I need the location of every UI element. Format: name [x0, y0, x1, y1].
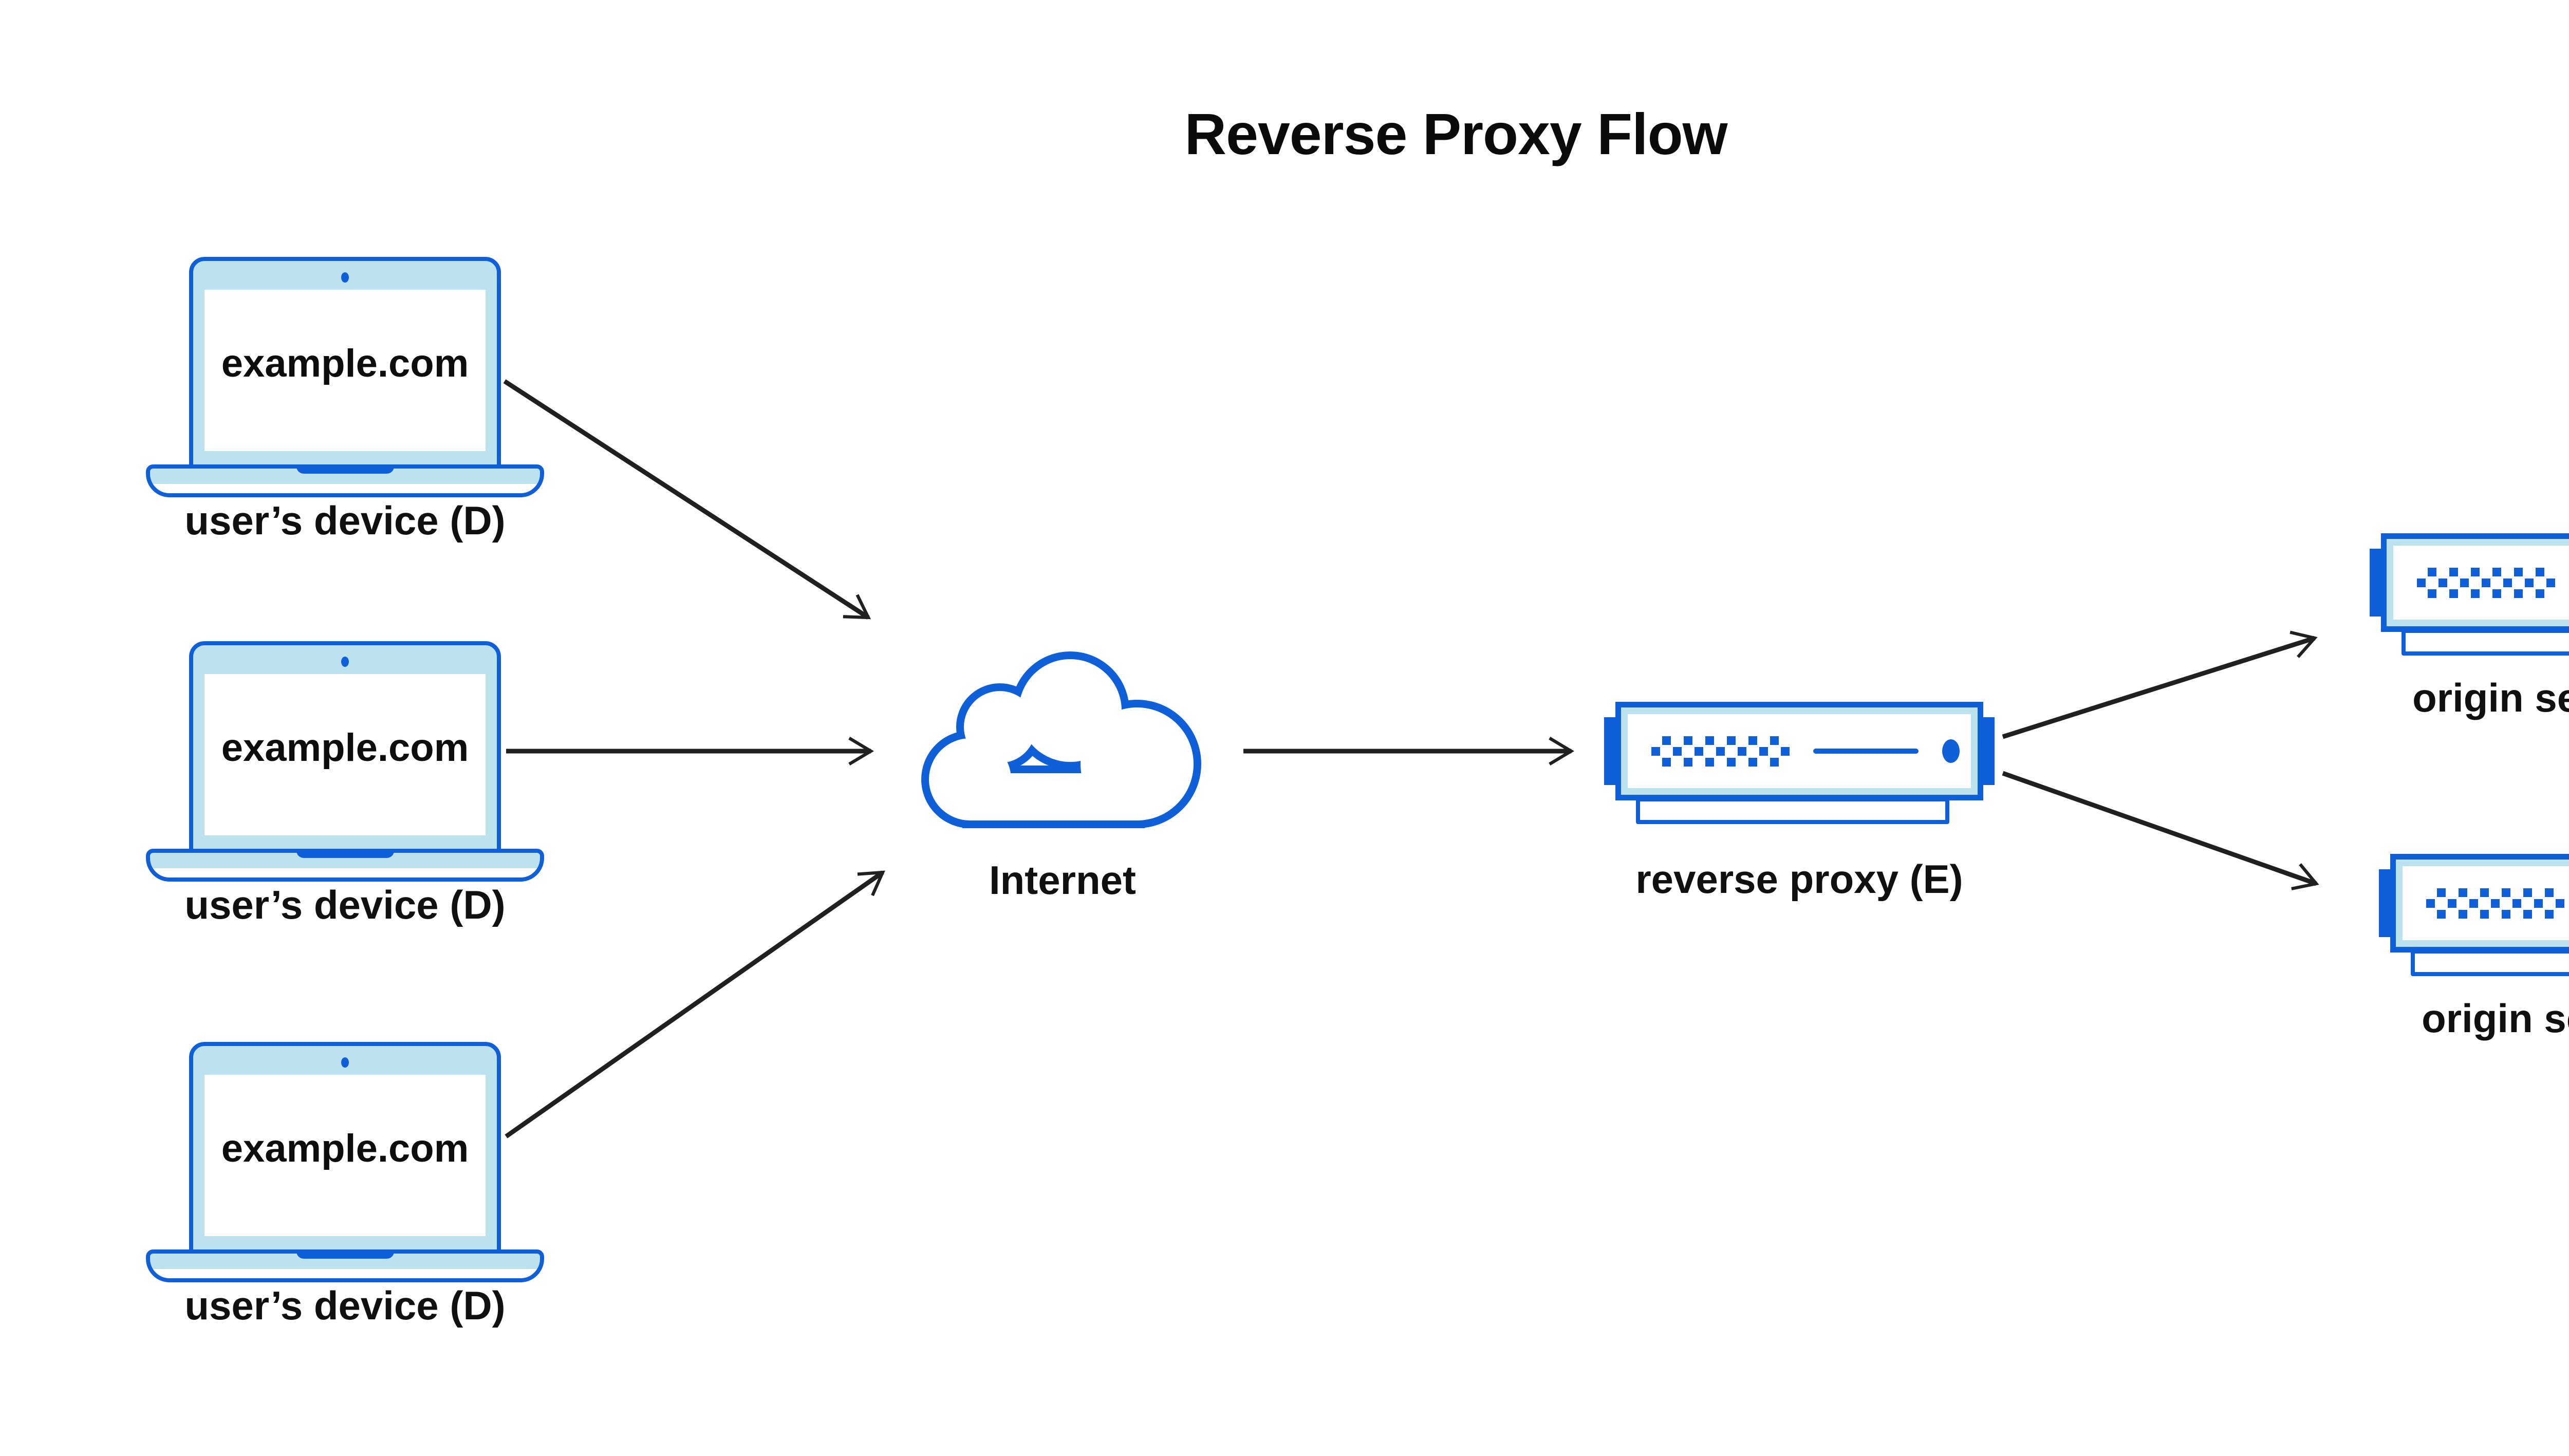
server-pixels-icon: [2417, 567, 2555, 598]
cloud-icon: [921, 651, 1201, 828]
server-pixels-icon: [2426, 888, 2564, 919]
diagram-title: Reverse Proxy Flow: [1184, 102, 1728, 166]
origin-server-label: origin server (F): [2412, 675, 2569, 720]
user-device-2: example.com user’s device (D): [146, 641, 544, 939]
laptop-lid: example.com: [189, 257, 501, 469]
server-shadow-tray: [1636, 797, 1949, 824]
laptop-lid: example.com: [189, 1042, 501, 1254]
arrow-proxy-to-origin2: [2002, 771, 2319, 890]
internet-cloud: Internet: [908, 642, 1217, 930]
server-shadow-tray: [2411, 949, 2569, 976]
user-device-3: example.com user’s device (D): [146, 1042, 544, 1340]
screen-url-text: example.com: [221, 1127, 469, 1170]
server-body: [2390, 854, 2569, 953]
server-shadow-tray: [2402, 629, 2569, 656]
laptop-screen: example.com: [204, 1075, 486, 1236]
laptop-camera-icon: [341, 272, 349, 283]
server-body: [2381, 533, 2569, 632]
laptop-camera-icon: [341, 1057, 349, 1068]
reverse-proxy-server: reverse proxy (E): [1604, 702, 1995, 907]
laptop-hinge-notch: [296, 849, 394, 858]
server-slot-icon: [1813, 749, 1919, 754]
origin-server-1: origin server (F): [2370, 533, 2569, 739]
device-label: user’s device (D): [184, 882, 506, 927]
device-label: user’s device (D): [184, 1283, 506, 1328]
server-led-icon: [1942, 739, 1960, 763]
server-front-panel: [2393, 546, 2569, 620]
laptop-hinge-notch: [296, 464, 394, 474]
laptop-camera-icon: [341, 657, 349, 667]
arrow-device3-to-internet: [505, 870, 885, 1138]
internet-label: Internet: [989, 857, 1137, 903]
server-body: [1615, 702, 1983, 800]
server-front-panel: [1628, 714, 1971, 788]
laptop-screen: example.com: [204, 674, 486, 835]
reverse-proxy-label: reverse proxy (E): [1635, 856, 1963, 902]
laptop-hinge-notch: [296, 1249, 394, 1259]
device-label: user’s device (D): [184, 498, 506, 543]
laptop-screen: example.com: [204, 290, 486, 451]
arrow-device1-to-internet: [503, 379, 871, 620]
user-device-1: example.com user’s device (D): [146, 257, 544, 555]
screen-url-text: example.com: [221, 726, 469, 770]
origin-server-2: origin server (F): [2379, 854, 2569, 1059]
screen-url-text: example.com: [221, 342, 469, 385]
origin-server-label: origin server (F): [2422, 996, 2569, 1041]
laptop-lid: example.com: [189, 641, 501, 853]
arrow-proxy-to-origin1: [2002, 630, 2318, 739]
server-front-panel: [2403, 866, 2569, 940]
server-pixels-icon: [1651, 736, 1790, 767]
